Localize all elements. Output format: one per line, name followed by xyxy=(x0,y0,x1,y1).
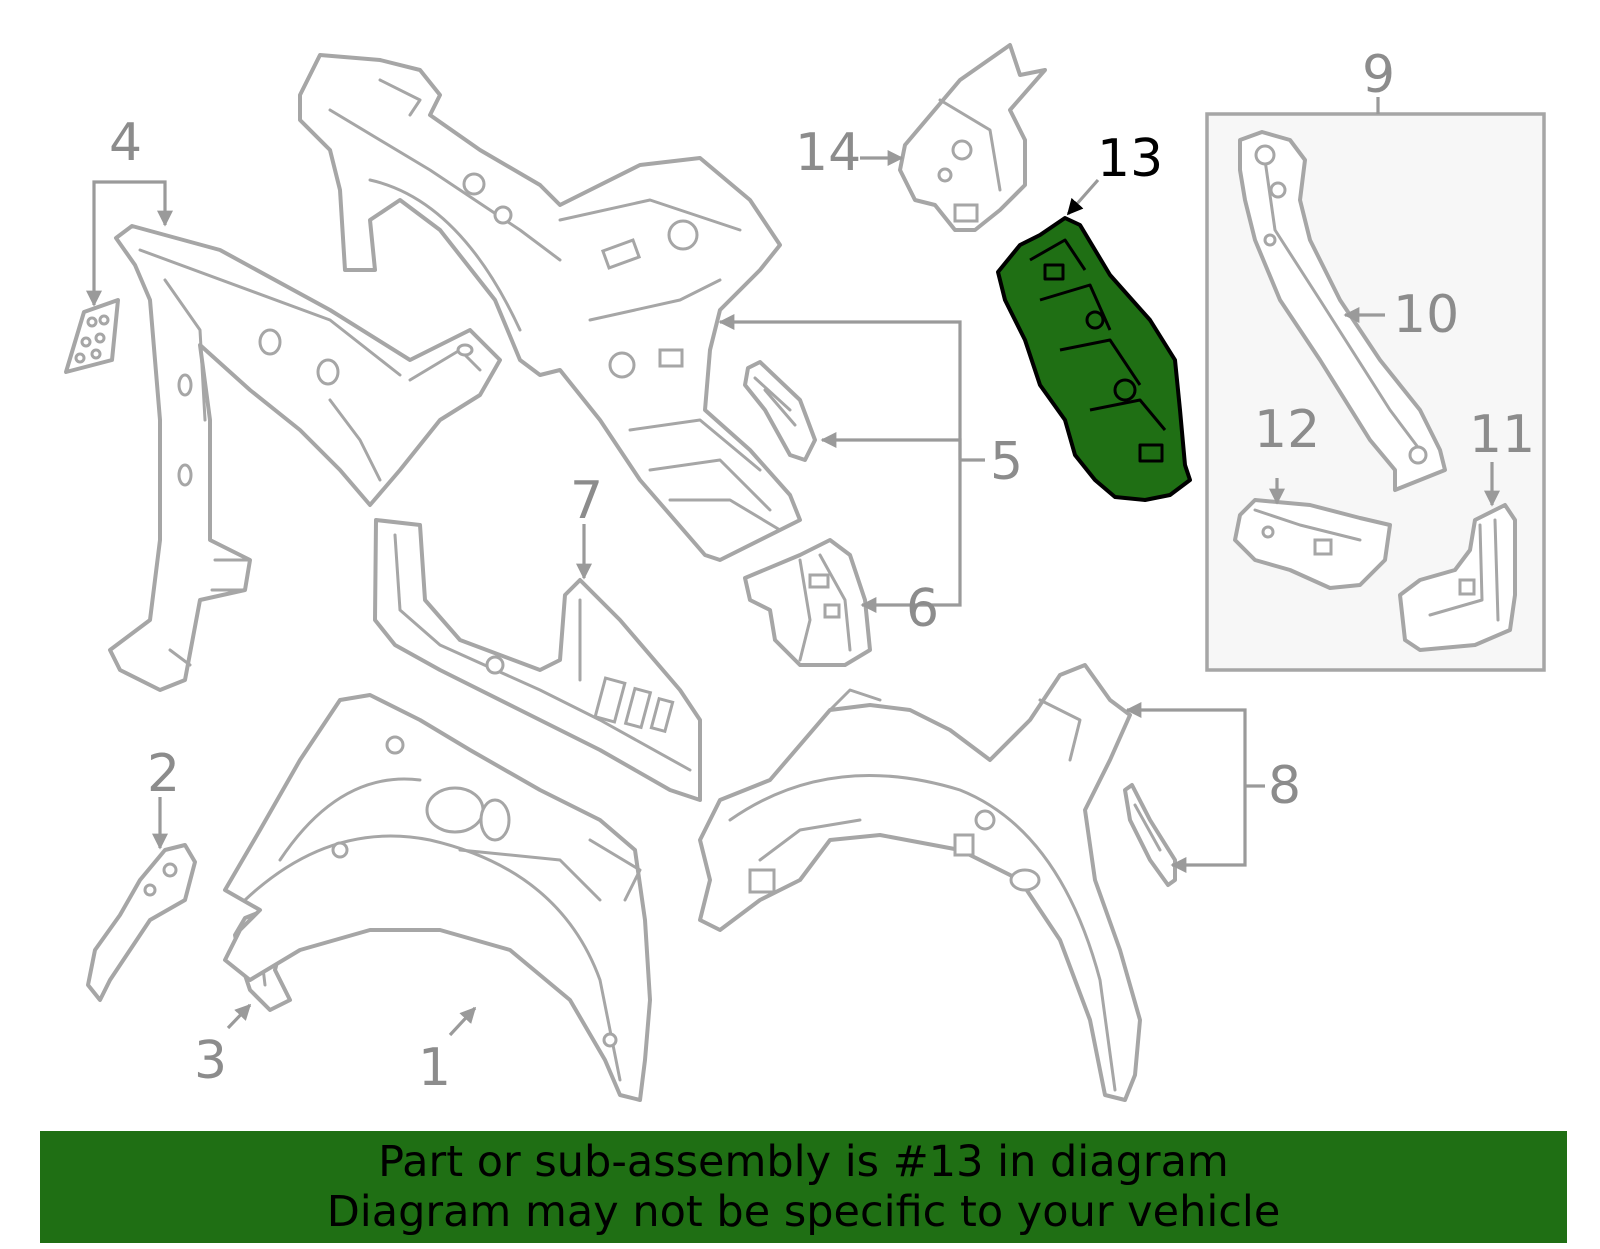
callout-7: 7 xyxy=(570,471,603,531)
part-4-quarter-inner[interactable] xyxy=(108,224,502,692)
callout-3: 3 xyxy=(194,1031,227,1091)
callout-12: 12 xyxy=(1254,400,1320,460)
part-5-upper-rail[interactable] xyxy=(298,53,802,562)
leader-lines xyxy=(86,97,1500,1037)
part-10-pillar[interactable] xyxy=(1238,130,1447,492)
part-7-sill[interactable] xyxy=(373,518,702,802)
part-8-wheelhouse-inner[interactable] xyxy=(698,663,1142,1102)
banner-line-1: Part or sub-assembly is #13 in diagram xyxy=(378,1137,1229,1187)
callout-9: 9 xyxy=(1362,45,1395,105)
part-4-bracket[interactable] xyxy=(64,298,120,374)
callout-14: 14 xyxy=(795,123,861,183)
callout-6: 6 xyxy=(906,579,939,639)
part-6-bracket[interactable] xyxy=(743,538,872,667)
part-14-bracket[interactable] xyxy=(898,43,1047,232)
callout-13: 13 xyxy=(1097,129,1163,189)
callout-1: 1 xyxy=(418,1038,451,1098)
info-banner: Part or sub-assembly is #13 in diagram D… xyxy=(40,1131,1567,1243)
callout-2: 2 xyxy=(147,744,180,804)
part-1-wheelhouse[interactable] xyxy=(223,693,652,1102)
callout-8: 8 xyxy=(1268,756,1301,816)
part-11-bracket[interactable] xyxy=(1398,503,1517,652)
callout-4: 4 xyxy=(109,113,142,173)
callout-10: 10 xyxy=(1393,285,1459,345)
callout-5: 5 xyxy=(990,432,1023,492)
part-2-bracket[interactable] xyxy=(86,843,197,1002)
banner-line-2: Diagram may not be specific to your vehi… xyxy=(326,1187,1281,1237)
part-13-highlighted[interactable] xyxy=(996,216,1192,502)
callout-11: 11 xyxy=(1469,405,1535,465)
part-12-bracket[interactable] xyxy=(1233,498,1392,590)
part-8-strip[interactable] xyxy=(1123,783,1177,887)
part-5-small-bracket[interactable] xyxy=(743,360,817,462)
